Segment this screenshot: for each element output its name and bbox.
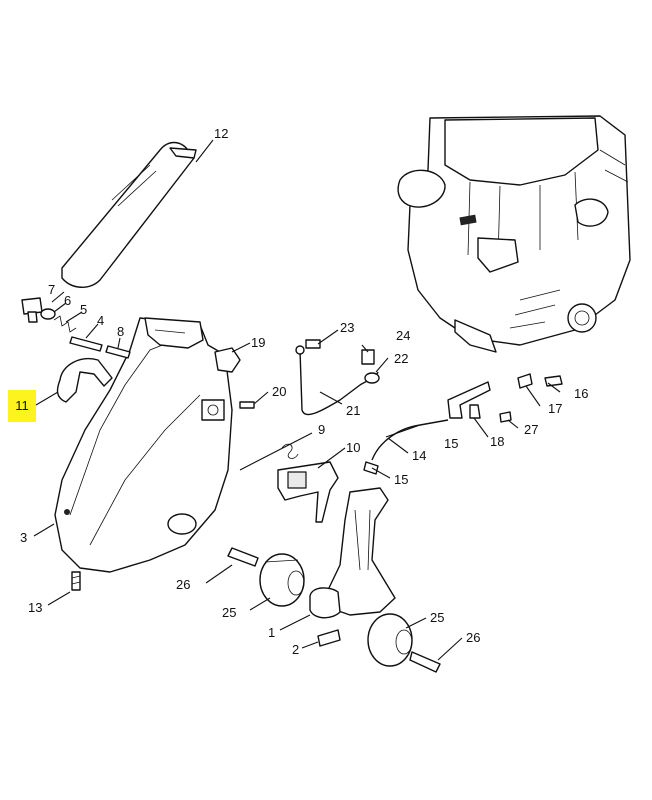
part-label-18[interactable]: 18 xyxy=(490,434,504,449)
part-label-20[interactable]: 20 xyxy=(272,384,286,399)
part-label-17[interactable]: 17 xyxy=(548,401,562,416)
part-label-5[interactable]: 5 xyxy=(80,302,87,317)
part-label-9[interactable]: 9 xyxy=(318,422,325,437)
parts-center xyxy=(214,347,339,523)
part-label-10[interactable]: 10 xyxy=(346,440,360,455)
part-label-15-upper[interactable]: 15 xyxy=(444,436,458,451)
part-label-21[interactable]: 21 xyxy=(346,403,360,418)
part-label-3[interactable]: 3 xyxy=(20,530,27,545)
part-label-12[interactable]: 12 xyxy=(214,126,228,141)
part-labels: 12 7 6 5 4 8 3 13 19 20 9 10 23 21 24 22… xyxy=(20,126,588,657)
part-label-15-lower[interactable]: 15 xyxy=(394,472,408,487)
part-label-7[interactable]: 7 xyxy=(48,282,55,297)
part-12-handle xyxy=(61,141,197,288)
part-label-24[interactable]: 24 xyxy=(396,328,410,343)
part-label-6[interactable]: 6 xyxy=(64,293,71,308)
part-label-26-left[interactable]: 26 xyxy=(176,577,190,592)
part-3-housing xyxy=(54,317,233,573)
leader-lines xyxy=(33,139,561,661)
engine-housing xyxy=(397,115,631,353)
part-label-22[interactable]: 22 xyxy=(394,351,408,366)
part-label-16[interactable]: 16 xyxy=(574,386,588,401)
part-label-2[interactable]: 2 xyxy=(292,642,299,657)
part-label-23[interactable]: 23 xyxy=(340,320,354,335)
small-parts-left xyxy=(21,297,131,591)
parts-mounts xyxy=(227,487,441,673)
parts-cable-21 xyxy=(295,339,380,416)
part-label-27[interactable]: 27 xyxy=(524,422,538,437)
part-label-4[interactable]: 4 xyxy=(97,313,104,328)
parts-throttle-cable xyxy=(363,373,563,475)
highlight-box-11 xyxy=(8,390,36,422)
part-label-11-highlighted[interactable]: 11 xyxy=(15,398,29,413)
part-label-1[interactable]: 1 xyxy=(268,625,275,640)
part-label-26-right[interactable]: 26 xyxy=(466,630,480,645)
part-label-25-left[interactable]: 25 xyxy=(222,605,236,620)
part-label-25-right[interactable]: 25 xyxy=(430,610,444,625)
part-label-19[interactable]: 19 xyxy=(251,335,265,350)
part-label-13[interactable]: 13 xyxy=(28,600,42,615)
part-label-8[interactable]: 8 xyxy=(117,324,124,339)
part-11-clip xyxy=(56,358,113,403)
part-label-14[interactable]: 14 xyxy=(412,448,426,463)
